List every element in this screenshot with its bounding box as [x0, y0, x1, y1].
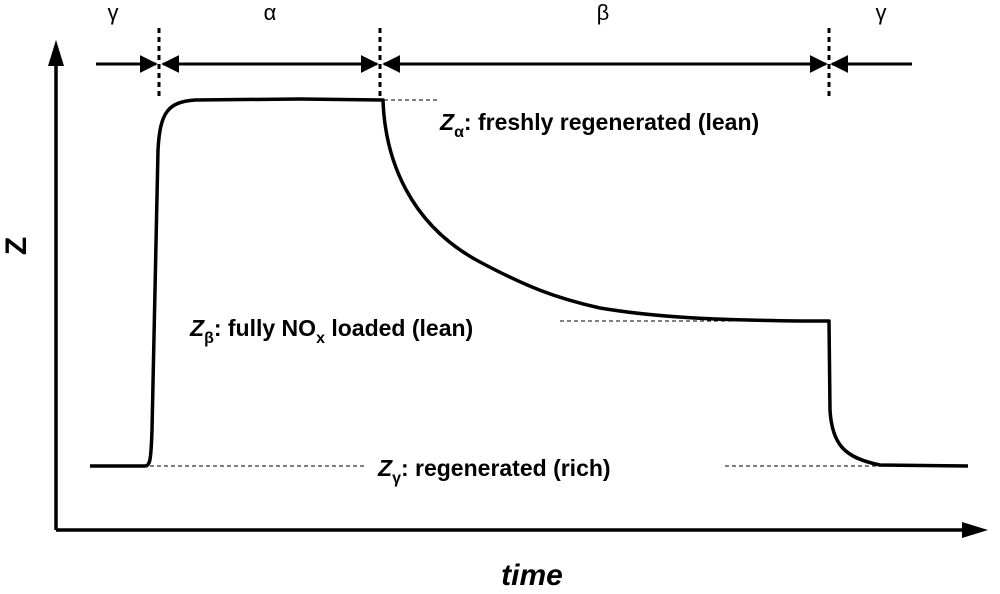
phase-label-gamma-start: γ	[108, 0, 119, 25]
state-gamma-text: : regenerated (rich)	[401, 455, 611, 481]
state-label-alpha: Zα: freshly regenerated (lean)	[439, 109, 759, 141]
state-beta-sub: β	[204, 330, 214, 347]
state-beta-text-sub: x	[316, 330, 325, 347]
state-beta-var: Z	[189, 315, 205, 341]
state-gamma-var: Z	[377, 455, 393, 481]
y-axis-arrowhead	[48, 40, 64, 66]
state-label-gamma: Zγ: regenerated (rich)	[377, 455, 611, 487]
phase-label-alpha: α	[264, 0, 277, 25]
state-gamma-sub: γ	[392, 470, 401, 487]
state-beta-text-after: loaded (lean)	[325, 315, 473, 341]
x-axis-label: time	[501, 559, 563, 589]
state-alpha-sub: α	[454, 124, 464, 141]
signal-curve	[90, 97, 969, 468]
y-axis-label: Z	[0, 237, 33, 255]
state-alpha-text: : freshly regenerated (lean)	[464, 109, 759, 135]
state-alpha-var: Z	[439, 109, 455, 135]
state-beta-text-before: : fully NO	[214, 315, 316, 341]
phase-label-beta: β	[597, 0, 610, 25]
state-label-beta: Zβ: fully NOx loaded (lean)	[189, 315, 473, 347]
x-axis-arrowhead	[962, 522, 988, 538]
phase-label-gamma-end: γ	[876, 0, 887, 25]
